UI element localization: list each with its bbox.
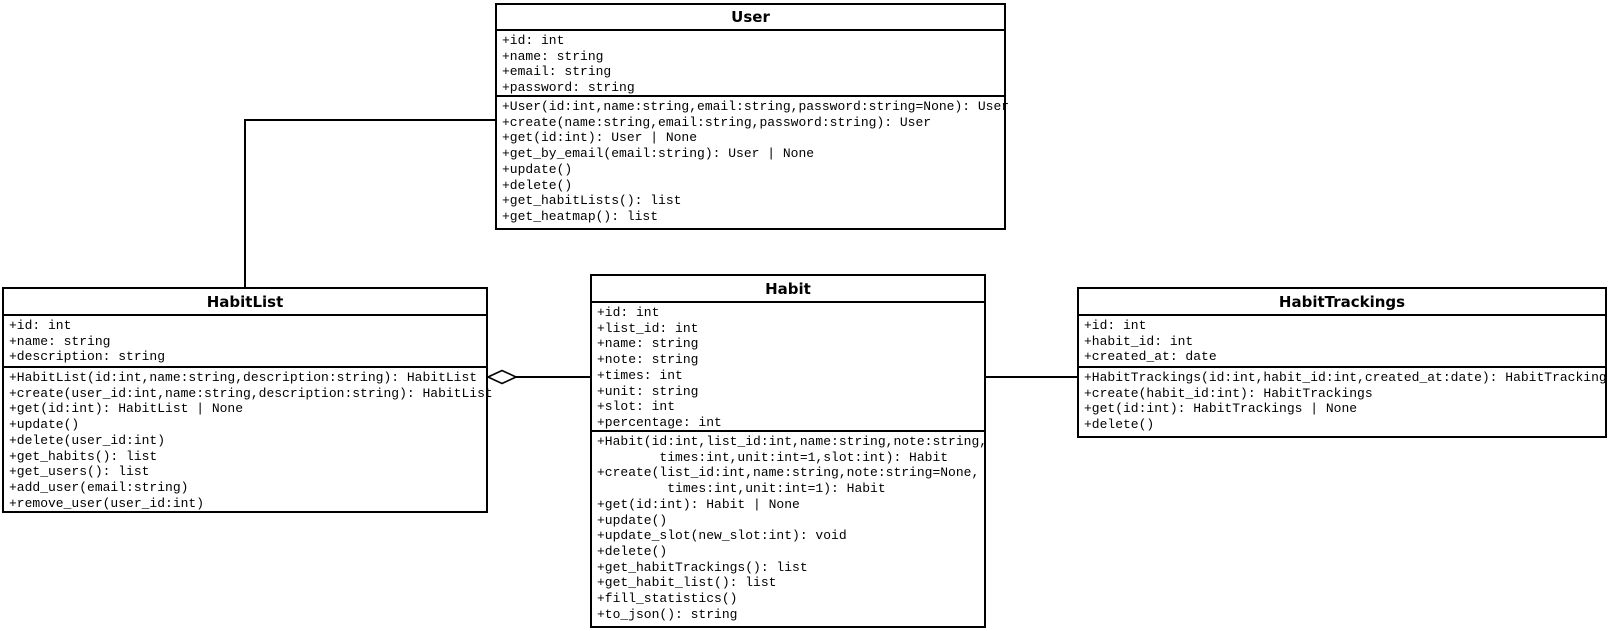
method-line: +get(id:int): HabitList | None (9, 401, 244, 417)
method-line: +fill_statistics() (597, 591, 738, 607)
association-line-user-habitlist-vertical (244, 119, 246, 287)
attribute-line: +created_at: date (1084, 349, 1217, 365)
attribute-line: +description: string (9, 349, 166, 365)
method-line: +get(id:int): Habit | None (597, 496, 800, 512)
method-line: +to_json(): string (597, 606, 738, 622)
class-title-habit: Habit (592, 276, 984, 303)
attribute-line: +list_id: int (597, 320, 699, 336)
method-line: +User(id:int,name:string,email:string,pa… (502, 99, 1010, 114)
attribute-line: +password: string (502, 80, 635, 96)
method-line: +create(habit_id:int): HabitTrackings (1084, 385, 1373, 401)
method-line: +add_user(email:string) (9, 479, 189, 495)
method-line: times:int,unit:int=1): Habit (597, 481, 886, 497)
class-box-habit: Habit +id: int+list_id: int+name: string… (590, 274, 988, 628)
method-line: +HabitList(id:int,name:string,descriptio… (9, 370, 478, 385)
class-title-habitlist: HabitList (4, 289, 486, 316)
attribute-line: +percentage: int (597, 414, 722, 430)
method-line: +Habit(id:int,list_id:int,name:string,no… (597, 434, 988, 449)
attribute-line: +unit: string (597, 383, 699, 399)
method-line: +create(name:string,email:string,passwor… (502, 114, 932, 130)
class-box-user: User +id: int+name: string+email: string… (495, 3, 1010, 230)
method-line: +delete() (597, 543, 668, 559)
attribute-line: +times: int (597, 367, 683, 383)
attribute-line: +note: string (597, 352, 699, 368)
method-line: +get_by_email(email:string): User | None (502, 146, 815, 162)
method-line: +update() (9, 417, 80, 433)
method-line: +get(id:int): HabitTrackings | None (1084, 401, 1358, 417)
method-line: +update_slot(new_slot:int): void (597, 528, 847, 544)
attribute-line: +slot: int (597, 399, 676, 415)
class-attributes-habit: +id: int+list_id: int+name: string+note:… (592, 303, 984, 432)
attribute-line: +name: string (502, 48, 604, 64)
method-line: +create(list_id:int,name:string,note:str… (597, 465, 980, 481)
attribute-line: +name: string (597, 336, 699, 352)
class-attributes-habitlist: +id: int+name: string+description: strin… (4, 316, 486, 368)
association-line-user-habitlist-horizontal (245, 119, 495, 121)
method-line: +get(id:int): User | None (502, 130, 698, 146)
attribute-line: +email: string (502, 64, 612, 80)
method-line: +HabitTrackings(id:int,habit_id:int,crea… (1084, 370, 1607, 385)
method-line: +get_habit_list(): list (597, 575, 777, 591)
method-line: +delete(user_id:int) (9, 432, 166, 448)
attribute-line: +id: int (9, 318, 72, 333)
association-line-habit-habittrackings (985, 376, 1077, 378)
method-line: +delete() (502, 177, 573, 193)
attribute-line: +habit_id: int (1084, 333, 1194, 349)
attribute-line: +name: string (9, 333, 111, 349)
class-box-habittrackings: HabitTrackings +id: int+habit_id: int+cr… (1077, 287, 1607, 438)
class-title-habittrackings: HabitTrackings (1079, 289, 1605, 316)
method-line: +get_habitLists(): list (502, 193, 682, 209)
aggregation-line-habitlist-habit (514, 376, 591, 378)
class-methods-user: +User(id:int,name:string,email:string,pa… (497, 97, 1010, 225)
method-line: +create(user_id:int,name:string,descript… (9, 385, 493, 401)
class-methods-habit: +Habit(id:int,list_id:int,name:string,no… (592, 432, 988, 622)
class-attributes-user: +id: int+name: string+email: string+pass… (497, 31, 1004, 97)
class-box-habitlist: HabitList +id: int+name: string+descript… (2, 287, 493, 513)
class-title-user: User (497, 5, 1004, 31)
method-line: +get_habitTrackings(): list (597, 559, 808, 575)
class-methods-habittrackings: +HabitTrackings(id:int,habit_id:int,crea… (1079, 368, 1605, 433)
method-line: +update() (597, 512, 668, 528)
method-line: +get_heatmap(): list (502, 208, 659, 224)
method-line: +delete() (1084, 417, 1155, 433)
method-line: +update() (502, 161, 573, 177)
method-line: +remove_user(user_id:int) (9, 495, 205, 511)
method-line: +get_habits(): list (9, 448, 158, 464)
class-methods-habitlist: +HabitList(id:int,name:string,descriptio… (4, 368, 493, 511)
attribute-line: +id: int (597, 305, 660, 320)
class-attributes-habittrackings: +id: int+habit_id: int+created_at: date (1079, 316, 1605, 368)
attribute-line: +id: int (1084, 318, 1147, 333)
attribute-line: +id: int (502, 33, 565, 48)
method-line: times:int,unit:int=1,slot:int): Habit (597, 449, 949, 465)
method-line: +get_users(): list (9, 464, 150, 480)
